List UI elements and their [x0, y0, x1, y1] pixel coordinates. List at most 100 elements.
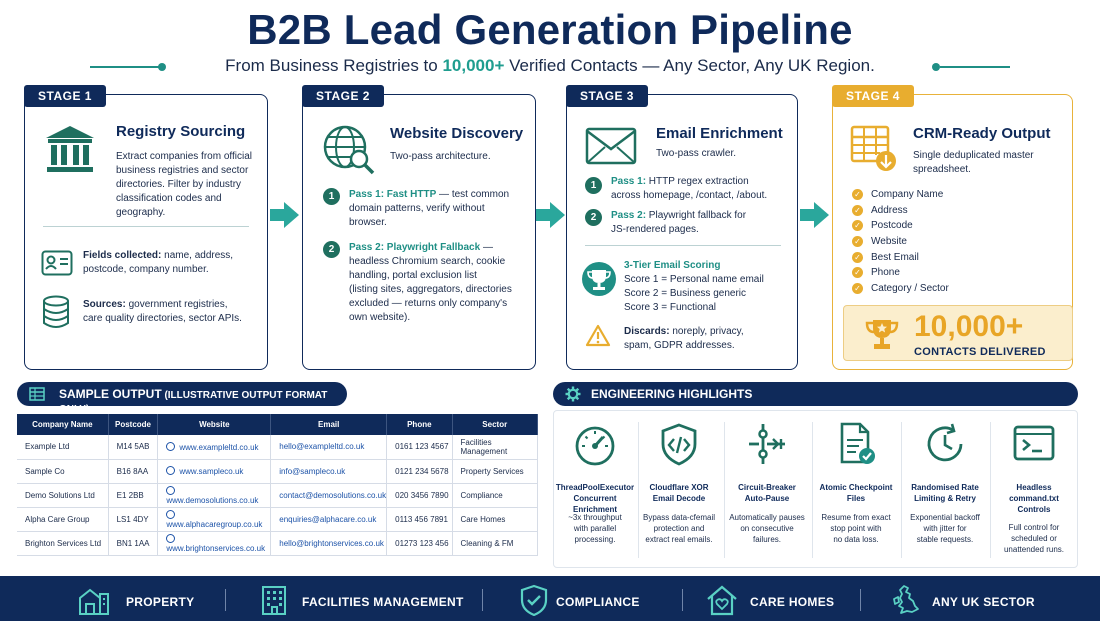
check-icon: ✓ — [852, 283, 863, 294]
header: B2B Lead Generation Pipeline From Busine… — [0, 0, 1100, 86]
check-icon: ✓ — [852, 220, 863, 231]
document-check-icon — [840, 422, 875, 464]
spreadsheet-download-icon — [850, 125, 896, 171]
arrow-right-icon — [270, 202, 299, 228]
trophy-icon — [582, 262, 616, 296]
uk-map-icon — [893, 585, 919, 614]
stage-1-fields: Fields collected: name, address, postcod… — [83, 250, 234, 275]
check-icon: ✓ — [852, 189, 863, 200]
highlight-divider — [812, 422, 813, 558]
pass-1-number: 1 — [323, 188, 340, 205]
stage-3-tag: STAGE 3 — [566, 85, 648, 107]
footer-bar: PROPERTY FACILITIES MANAGEMENT COMPLIANC… — [0, 576, 1100, 621]
globe-icon — [166, 533, 176, 543]
contacts-delivered-badge: 10,000+ CONTACTS DELIVERED — [843, 305, 1073, 361]
table-row: Example Ltd M14 5AB www.exampleltd.co.uk… — [17, 435, 539, 460]
table-row: Sample Co B16 8AA www.sampleco.uk info@s… — [17, 459, 539, 484]
stage-4-title: CRM-Ready Output — [913, 125, 1051, 142]
stage-1-sources: Sources: government registries, care qua… — [83, 299, 242, 324]
header-rule-dot-right — [932, 63, 940, 71]
warning-icon — [585, 324, 611, 347]
checklist-item: ✓Phone — [852, 267, 900, 278]
stage-3-pass-1: Pass 1: HTTP regex extraction across hom… — [611, 176, 768, 201]
check-icon: ✓ — [852, 205, 863, 216]
stage-2-pass-2: Pass 2: Playwright Fallback — headless C… — [349, 242, 512, 323]
page-subtitle: From Business Registries to 10,000+ Veri… — [225, 56, 875, 75]
pass-2-number: 2 — [323, 241, 340, 258]
database-icon — [43, 295, 69, 328]
column-header: Company Name — [17, 414, 109, 435]
checklist-item: ✓Postcode — [852, 220, 913, 231]
globe-icon — [166, 441, 176, 451]
stage-4-tag: STAGE 4 — [832, 85, 914, 107]
footer-divider — [482, 589, 483, 611]
stage-1-title: Registry Sourcing — [116, 123, 246, 140]
stage-1-divider — [43, 226, 249, 227]
table-icon — [29, 387, 45, 401]
stage-2-subtitle: Two-pass architecture. — [390, 151, 491, 162]
check-icon: ✓ — [852, 252, 863, 263]
table-row: Demo Solutions Ltd E1 2BB www.demosoluti… — [17, 483, 539, 508]
circuit-breaker-icon — [749, 424, 785, 464]
pass-2-number: 2 — [585, 209, 602, 226]
column-header: Website — [157, 414, 272, 435]
engineering-highlights-header: ENGINEERING HIGHLIGHTS — [553, 382, 1078, 406]
stage-1-description: Extract companies from official business… — [116, 151, 252, 218]
checklist-item: ✓Company Name — [852, 189, 943, 200]
contacts-delivered-value: 10,000+ — [914, 310, 1024, 343]
trophy-icon — [865, 320, 899, 349]
header-rule-right — [940, 66, 1010, 68]
gear-icon — [565, 386, 581, 402]
home-heart-icon — [707, 585, 737, 616]
highlight-divider — [724, 422, 725, 558]
gauge-icon — [575, 426, 615, 466]
column-header: Postcode — [108, 414, 159, 435]
sample-output-table: Company Name Postcode Website Email Phon… — [17, 414, 539, 556]
column-header: Sector — [452, 414, 539, 435]
stage-3-divider — [585, 245, 781, 246]
stage-1-card: STAGE 1 Registry Sourcing Extract compan… — [24, 85, 268, 370]
envelope-icon — [585, 127, 637, 165]
stage-3-card: STAGE 3 Email Enrichment Two-pass crawle… — [566, 85, 798, 370]
globe-search-icon — [323, 125, 375, 175]
column-header: Phone — [386, 414, 453, 435]
header-rule-left — [90, 66, 160, 68]
footer-divider — [860, 589, 861, 611]
stage-3-subtitle: Two-pass crawler. — [656, 148, 737, 159]
stage-2-title: Website Discovery — [390, 125, 524, 142]
stage-3-discards: Discards: noreply, privacy, spam, GDPR a… — [624, 326, 744, 351]
arrow-right-icon — [800, 202, 829, 228]
highlight-divider — [990, 422, 991, 558]
stage-4-card: STAGE 4 CRM-Ready Output Single deduplic… — [832, 85, 1073, 370]
footer-divider — [682, 589, 683, 611]
stage-2-tag: STAGE 2 — [302, 85, 384, 107]
globe-icon — [166, 466, 176, 475]
page-title: B2B Lead Generation Pipeline — [247, 6, 853, 53]
buildings-icon — [79, 588, 109, 615]
sample-output-header: SAMPLE OUTPUT (ILLUSTRATIVE OUTPUT FORMA… — [17, 382, 347, 415]
shield-code-icon — [661, 423, 697, 466]
highlight-divider — [638, 422, 639, 558]
highlight-divider — [901, 422, 902, 558]
stage-3-pass-2: Pass 2: Playwright fallback for JS-rende… — [611, 210, 747, 235]
retry-clock-icon — [927, 423, 963, 462]
table-row: Brighton Services Ltd BN1 1AA www.bright… — [17, 531, 539, 556]
stage-1-tag: STAGE 1 — [24, 85, 106, 107]
checklist-item: ✓Address — [852, 205, 908, 216]
office-building-icon — [262, 586, 286, 615]
column-header: Email — [270, 414, 388, 435]
stage-2-pass-1: Pass 1: Fast HTTP — test common domain p… — [349, 189, 510, 228]
pass-1-number: 1 — [585, 177, 602, 194]
globe-icon — [166, 485, 176, 495]
id-card-icon — [41, 250, 73, 276]
table-row: Alpha Care Group LS1 4DY www.alphacaregr… — [17, 507, 539, 532]
table-header-row: Company Name Postcode Website Email Phon… — [17, 414, 539, 435]
stage-4-subtitle: Single deduplicated master spreadsheet. — [913, 150, 1034, 175]
checklist-item: ✓Category / Sector — [852, 283, 949, 294]
footer-divider — [225, 589, 226, 611]
stage-2-card: STAGE 2 Website Discovery Two-pass archi… — [302, 85, 536, 370]
